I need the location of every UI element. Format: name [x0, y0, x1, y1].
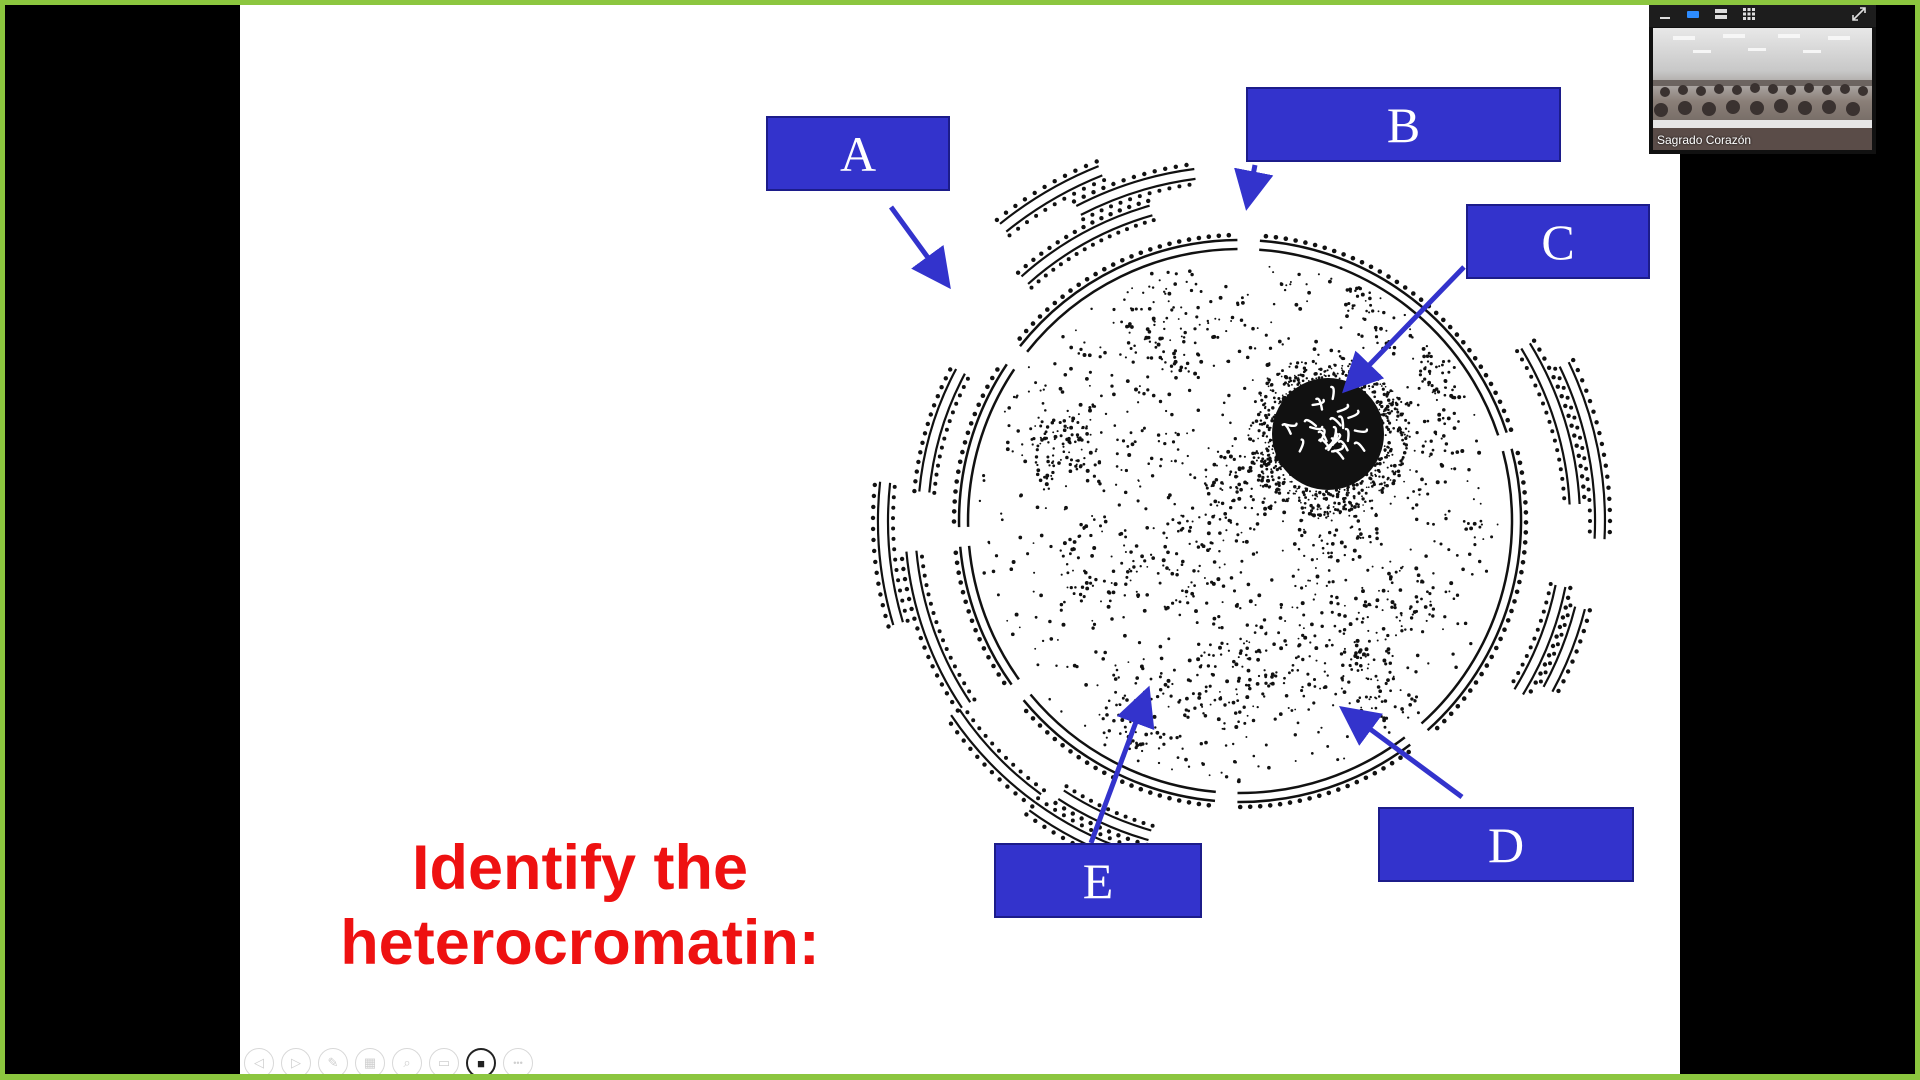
label-a-box: A [766, 116, 950, 191]
arrow-d [1338, 706, 1464, 800]
endoplasmic-reticulum [870, 159, 1613, 867]
arrow-a [888, 205, 951, 290]
pen-icon: ✎ [327, 1055, 339, 1070]
participant-name: Sagrado Corazón [1657, 133, 1752, 147]
participant-video-panel: Sagrado Corazón [1649, 0, 1876, 154]
presentation-slide: A B C D E Identify the heterocromatin: ◁… [240, 5, 1680, 1074]
minimize-icon [1660, 17, 1670, 19]
subtitles-icon: ▭ [437, 1055, 451, 1070]
label-d-box: D [1378, 807, 1634, 882]
label-e-text: E [1082, 852, 1114, 909]
more-options-button[interactable]: ••• [503, 1048, 533, 1074]
see-all-slides-icon: ▦ [363, 1055, 377, 1070]
camera-icon: ■ [477, 1055, 485, 1071]
arrow-c [1342, 265, 1466, 394]
previous-slide-button[interactable]: ◁ [244, 1048, 274, 1074]
strip-view-icon [1715, 9, 1727, 19]
participant-video-feed: Sagrado Corazón [1653, 28, 1872, 150]
more-options-icon: ••• [513, 1058, 523, 1068]
pointer-arrows [888, 164, 1466, 844]
see-all-slides-button[interactable]: ▦ [355, 1048, 385, 1074]
zoom-button[interactable]: ⌕ [392, 1048, 422, 1074]
label-d-text: D [1487, 816, 1525, 873]
label-b-text: B [1386, 96, 1421, 153]
next-slide-button[interactable]: ▷ [281, 1048, 311, 1074]
subtitles-button[interactable]: ▭ [429, 1048, 459, 1074]
chromatin-stipple [978, 265, 1499, 784]
cell-nucleus-diagram [870, 159, 1613, 867]
gallery-view-button[interactable] [1739, 4, 1759, 24]
next-slide-icon: ▷ [291, 1055, 301, 1070]
label-a-text: A [839, 125, 877, 182]
question-line-2: heterocromatin: [340, 908, 820, 978]
arrow-b [1234, 164, 1274, 211]
minimize-video-button[interactable] [1655, 4, 1675, 24]
nucleolus [1247, 353, 1409, 515]
previous-slide-icon: ◁ [254, 1055, 264, 1070]
arrow-e [1088, 685, 1155, 844]
speaker-view-icon [1687, 11, 1699, 18]
label-c-text: C [1541, 213, 1575, 270]
pen-tool-button[interactable]: ✎ [318, 1048, 348, 1074]
label-c-box: C [1466, 204, 1650, 279]
expand-icon [1852, 7, 1866, 21]
nuclear-envelope [951, 232, 1529, 810]
gallery-view-icon [1743, 8, 1755, 20]
zoom-icon: ⌕ [403, 1055, 411, 1070]
label-e-box: E [994, 843, 1202, 918]
strip-view-button[interactable] [1711, 4, 1731, 24]
camera-button[interactable]: ■ [466, 1048, 496, 1074]
video-panel-controls [1649, 0, 1876, 27]
question-line-1: Identify the [411, 833, 748, 903]
fullscreen-video-button[interactable] [1849, 4, 1869, 24]
classroom-video-image [1653, 34, 1872, 150]
label-b-box: B [1246, 87, 1561, 162]
slideshow-toolbar: ◁ ▷ ✎ ▦ ⌕ ▭ ■ ••• [244, 1047, 533, 1074]
question-text: Identify the heterocromatin: [280, 831, 880, 981]
speaker-view-button[interactable] [1683, 4, 1703, 24]
